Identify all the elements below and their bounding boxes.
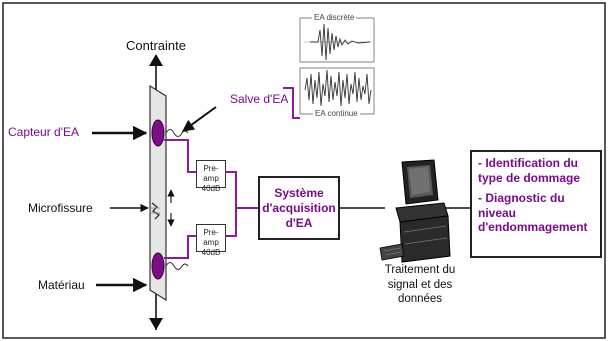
acquisition-system-box: Système d'acquisition d'EA [258,176,340,240]
stress-arrow-bottom [149,318,163,330]
materiau-label: Matériau [38,278,85,292]
results-line4: niveau [478,205,517,220]
preamp-bottom-line2: 40dB [201,248,221,257]
preamp-top-line1: Pre-amp [203,164,219,183]
results-line2: type de dommage [478,170,581,185]
computer-workstation-icon [379,159,451,263]
results-line1: - Identification du [478,156,578,170]
system-line2: d'acquisition [262,200,336,215]
computer-caption-line3: données [397,293,443,305]
results-box: - Identification du type de dommage - Di… [470,150,602,258]
ea-discrete-waveform [299,17,375,63]
ea-discrete-label: EA discrète [312,13,357,22]
preamp-top-line2: 40dB [201,184,221,193]
computer-caption: Traitement du signal et des données [377,263,463,307]
wave-bottom [165,262,189,270]
crack-icon [151,202,160,220]
computer-caption-line2: signal et des [387,278,453,291]
results-line5: d'endommagement [478,220,588,234]
salve-label: Salve d'EA [230,92,289,106]
contrainte-label: Contrainte [126,38,186,53]
sensor-top [151,119,165,147]
system-line3: d'EA [285,215,313,230]
system-line1: Système [274,185,324,200]
stress-arrow-top [149,54,163,66]
microfissure-label: Microfissure [28,201,93,215]
capteur-label: Capteur d'EA [8,125,79,139]
preamp-bottom-line1: Pre-amp [203,228,219,247]
ea-continue-waveform [299,67,375,115]
sensor-cables [164,87,300,259]
preamp-bottom: Pre-amp 40dB [196,224,226,257]
computer-caption-line1: Traitement du [384,264,456,276]
preamp-top: Pre-amp 40dB [196,160,226,193]
salve-arrow [182,106,217,132]
ea-continue-label: EA continue [313,109,360,118]
sensor-bottom [151,252,165,280]
results-line3: - Diagnostic du [478,191,565,205]
